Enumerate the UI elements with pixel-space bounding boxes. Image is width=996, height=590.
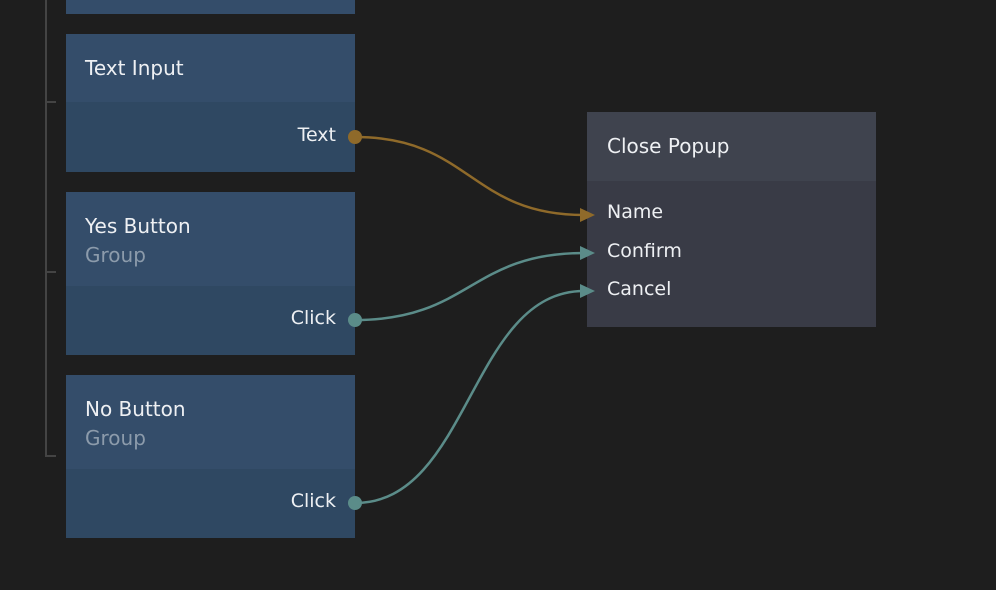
node-title: Close Popup	[607, 134, 730, 158]
input-port-confirm[interactable]: Confirm	[607, 240, 682, 262]
output-port-label: Text	[297, 124, 336, 146]
connection-text-to-name[interactable]	[354, 135, 585, 217]
node-partial[interactable]	[66, 0, 355, 14]
node-text-input[interactable]: Text Input Text	[66, 34, 362, 172]
node-title: Yes Button	[85, 214, 191, 238]
arrow-icon	[580, 246, 595, 260]
hierarchy-tick	[45, 455, 56, 457]
arrow-icon	[580, 208, 595, 222]
node-close-popup[interactable]: Close Popup Name Confirm Cancel	[587, 112, 876, 327]
output-port-label: Click	[290, 307, 336, 329]
output-port-label: Click	[290, 490, 336, 512]
node-title: Text Input	[85, 56, 184, 80]
hierarchy-line	[45, 0, 47, 457]
connection-yes-to-confirm[interactable]	[354, 251, 585, 322]
connection-no-to-cancel[interactable]	[354, 289, 585, 505]
input-port-name[interactable]: Name	[607, 201, 664, 223]
input-port-cancel[interactable]: Cancel	[607, 278, 672, 300]
hierarchy-tick	[45, 271, 56, 273]
node-title: No Button	[85, 397, 186, 421]
arrow-icon	[580, 284, 595, 298]
node-subtitle: Group	[85, 426, 146, 450]
node-subtitle: Group	[85, 243, 146, 267]
hierarchy-tick	[45, 101, 56, 103]
